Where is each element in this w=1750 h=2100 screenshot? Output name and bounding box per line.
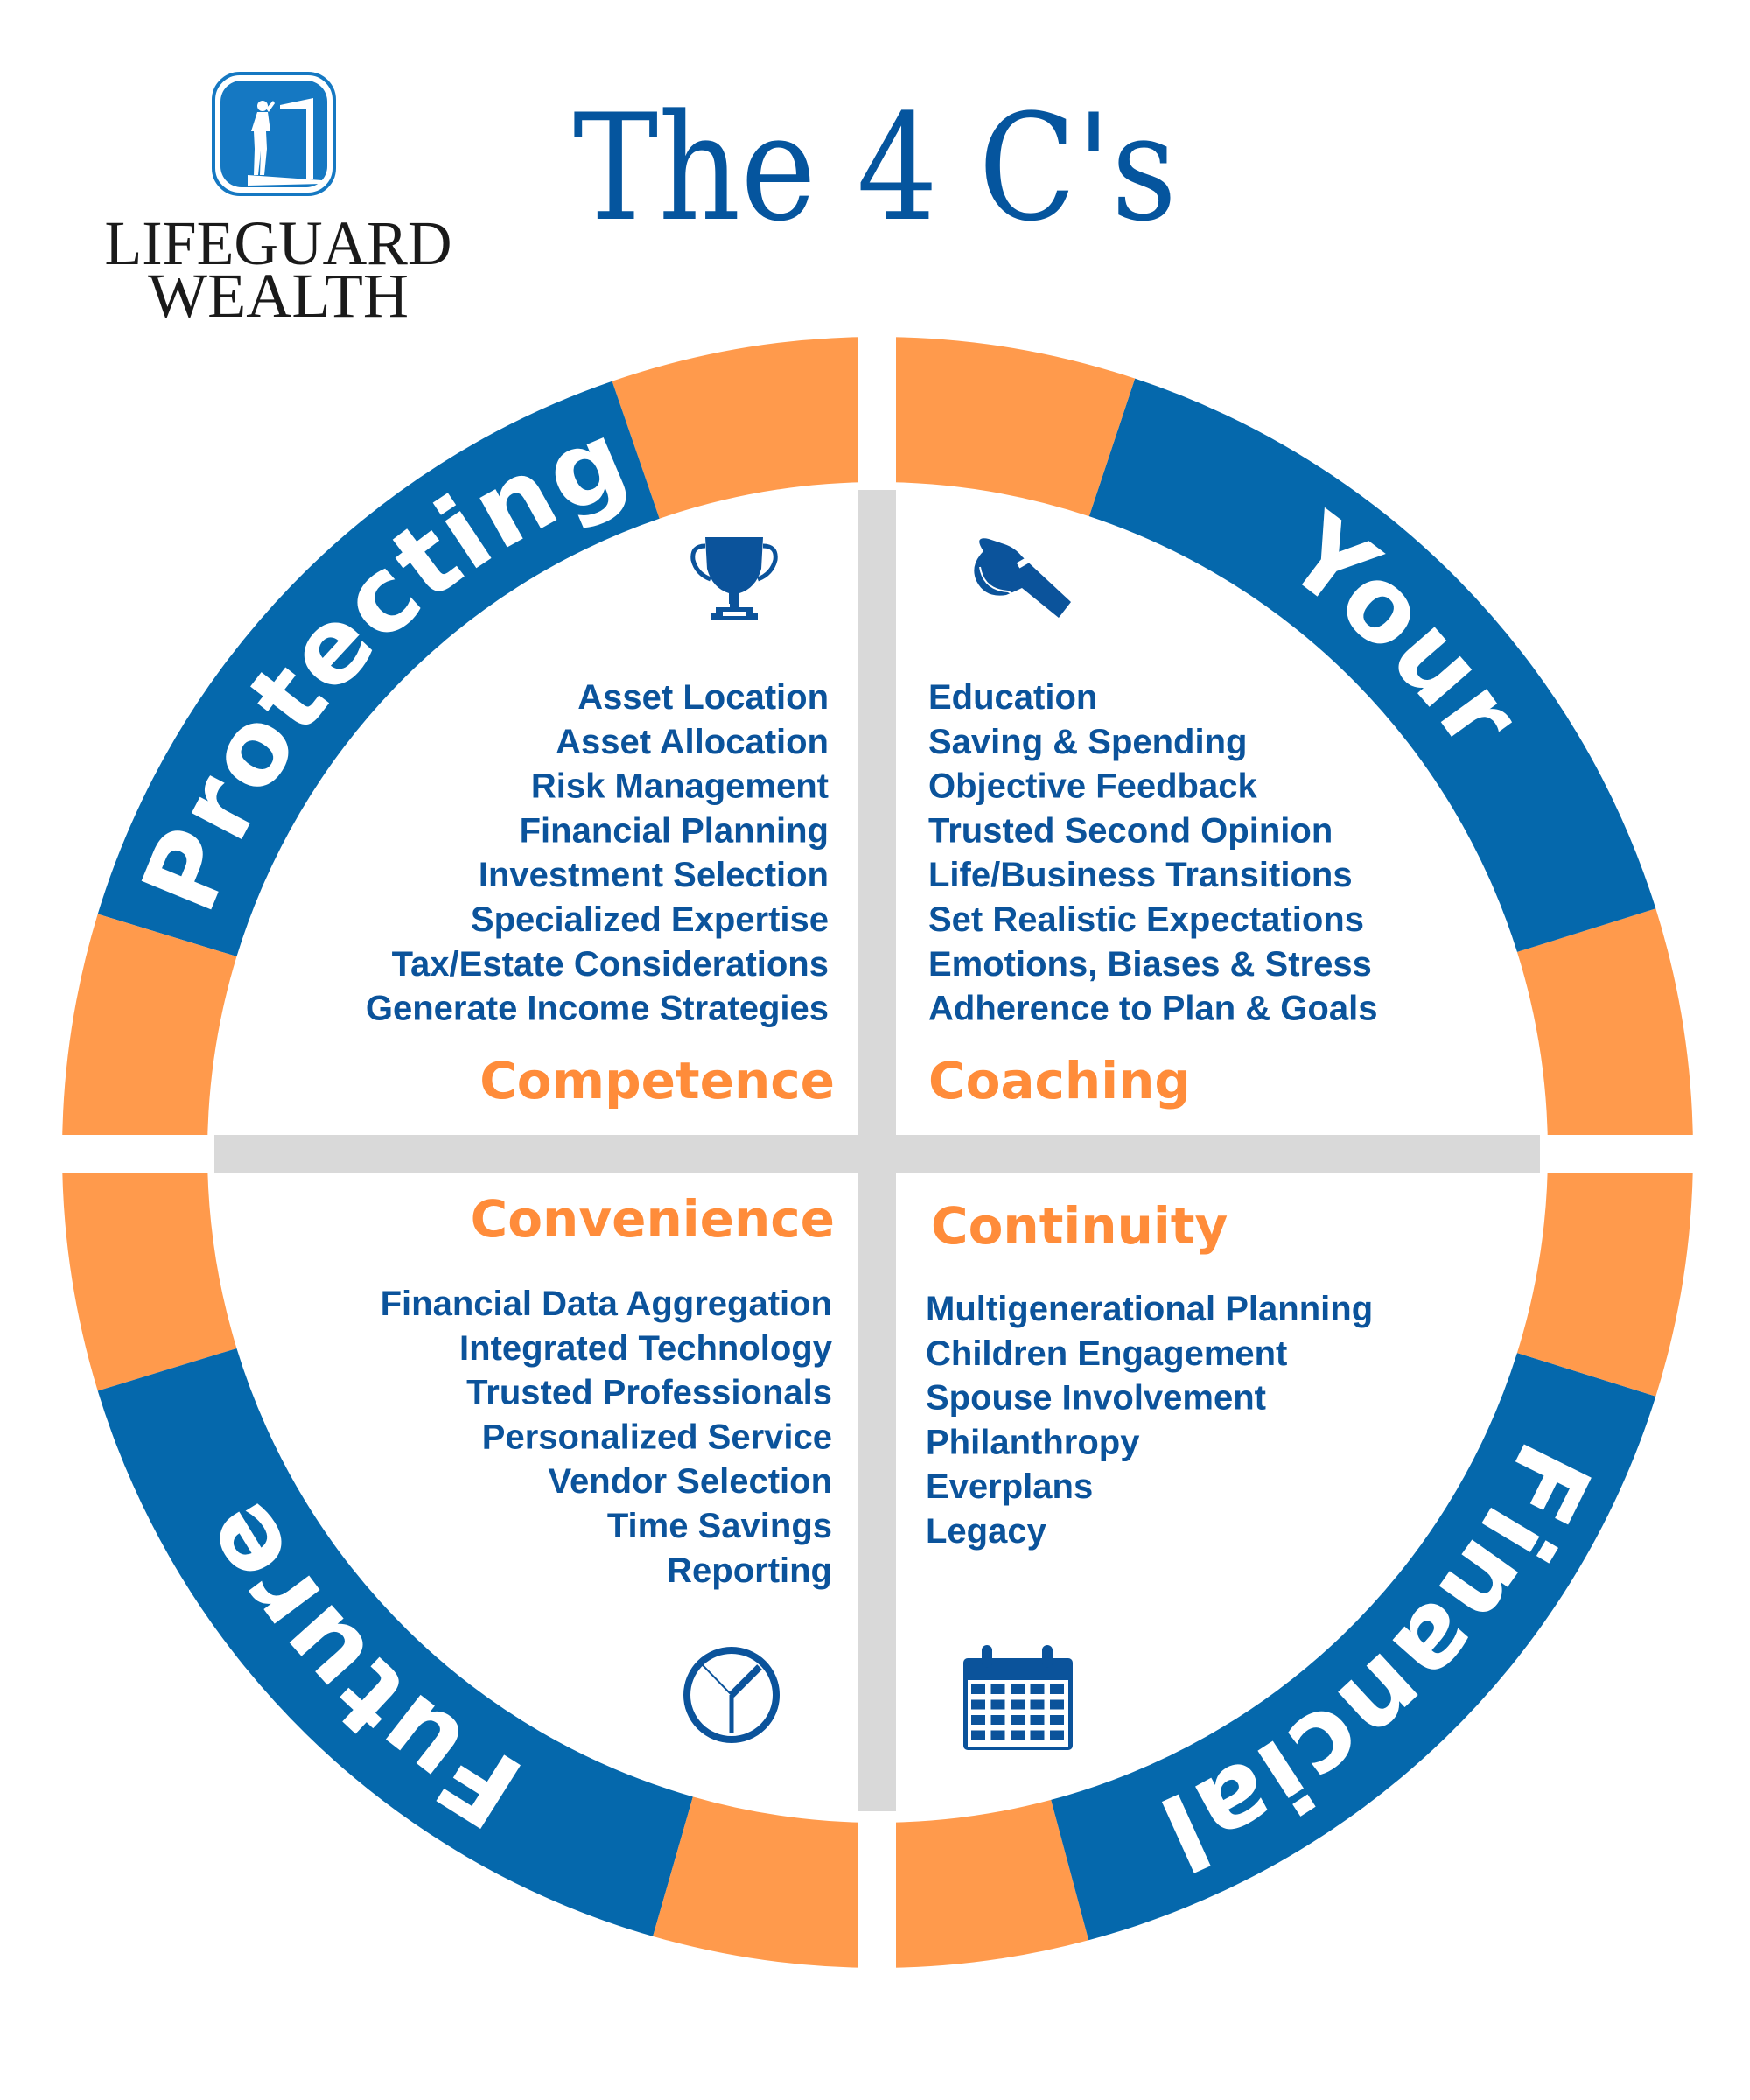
calendar-day-cell xyxy=(1030,1715,1045,1725)
list-item: Everplans xyxy=(926,1467,1093,1506)
calendar-day-cell xyxy=(1050,1715,1064,1725)
list-item: Children Engagement xyxy=(926,1334,1287,1373)
list-item: Multigenerational Planning xyxy=(926,1290,1373,1328)
brand-name-line2: WEALTH xyxy=(148,261,409,331)
list-item: Financial Planning xyxy=(520,811,829,850)
list-item: Financial Data Aggregation xyxy=(381,1284,832,1323)
list-item: Tax/Estate Considerations xyxy=(392,945,829,984)
list-item: Emotions, Biases & Stress xyxy=(928,945,1372,984)
quadrant-heading: Coaching xyxy=(928,1051,1191,1110)
list-item: Generate Income Strategies xyxy=(366,990,829,1028)
list-item: Legacy xyxy=(926,1512,1047,1550)
list-item: Asset Location xyxy=(578,678,829,717)
ring-segment-orange xyxy=(1516,1152,1693,1396)
ring-segment-blue xyxy=(97,381,660,957)
ring-segment-orange xyxy=(62,1152,237,1391)
ring-segment-blue xyxy=(1051,1353,1656,1941)
list-item: Reporting xyxy=(667,1551,832,1590)
calendar-day-cell xyxy=(1030,1730,1045,1740)
ring-segment-orange xyxy=(878,337,1136,517)
list-item: Life/Business Transitions xyxy=(928,856,1353,894)
list-item: Education xyxy=(928,678,1097,717)
list-item: Philanthropy xyxy=(926,1423,1140,1461)
ring-gap-right xyxy=(1540,1135,1706,1172)
list-item: Time Savings xyxy=(607,1507,832,1545)
ring xyxy=(62,337,1693,1968)
list-item: Trusted Professionals xyxy=(466,1374,832,1412)
ring-gap-bottom xyxy=(858,1811,896,1986)
list-item: Risk Management xyxy=(531,767,829,806)
ring-gap-left xyxy=(48,1135,214,1172)
ring-segment-orange xyxy=(62,914,237,1152)
list-item: Set Realistic Expectations xyxy=(928,900,1364,939)
list-item: Adherence to Plan & Goals xyxy=(928,990,1377,1028)
list-item: Trusted Second Opinion xyxy=(928,811,1333,850)
clock-icon xyxy=(683,1647,780,1743)
list-item: Specialized Expertise xyxy=(471,900,829,939)
calendar-day-cell xyxy=(1011,1730,1025,1740)
brand-name-line1: LIFEGUARD xyxy=(105,208,452,278)
calendar-day-cell xyxy=(1011,1684,1025,1694)
quadrant-heading: Convenience xyxy=(471,1189,835,1249)
calendar-day-cell xyxy=(971,1730,985,1740)
list-item: Spouse Involvement xyxy=(926,1379,1266,1418)
page-title: The 4 C's xyxy=(573,82,1177,254)
lifeguard-on-stand-icon xyxy=(212,72,336,196)
quadrant-convenience: Convenience Financial Data AggregationIn… xyxy=(381,1189,835,1590)
calendar-day-cell xyxy=(1030,1684,1045,1694)
calendar-day-cell xyxy=(1011,1699,1025,1710)
ring-segment-orange xyxy=(878,1799,1089,1968)
ring-segment-orange xyxy=(653,1796,878,1968)
calendar-day-cell xyxy=(1050,1684,1064,1694)
ring-gap-top xyxy=(858,324,896,490)
ring-segment-blue xyxy=(1088,378,1656,952)
list-item: Saving & Spending xyxy=(928,723,1247,761)
whistle-icon xyxy=(974,538,1071,618)
trophy-icon xyxy=(690,537,778,620)
list-item: Integrated Technology xyxy=(459,1329,833,1368)
calendar-day-cell xyxy=(971,1715,985,1725)
list-item: Vendor Selection xyxy=(548,1462,832,1501)
calendar-day-cell xyxy=(990,1715,1005,1725)
ring-label-future: Future xyxy=(173,1480,542,1852)
list-item: Personalized Service xyxy=(482,1418,832,1456)
quadrant-heading: Continuity xyxy=(931,1196,1228,1256)
quadrant-continuity: Continuity Multigenerational PlanningChi… xyxy=(926,1196,1373,1550)
ring-segment-blue xyxy=(97,1348,693,1936)
calendar-day-cell xyxy=(990,1684,1005,1694)
calendar-day-cell xyxy=(990,1730,1005,1740)
list-item: Investment Selection xyxy=(479,856,829,894)
ring-label-financial: Financial xyxy=(1143,1424,1615,1894)
calendar-day-cell xyxy=(1050,1730,1064,1740)
calendar-day-cell xyxy=(1050,1699,1064,1710)
calendar-icon xyxy=(963,1645,1073,1750)
brand-logo: LIFEGUARD WEALTH xyxy=(105,72,452,331)
list-item: Objective Feedback xyxy=(928,767,1257,806)
calendar-day-cell xyxy=(1011,1715,1025,1725)
ring-segment-orange xyxy=(612,337,878,519)
horizontal-divider xyxy=(142,1135,1614,1172)
calendar-day-cell xyxy=(990,1699,1005,1710)
ring-segment-orange xyxy=(1516,908,1693,1152)
quadrant-heading: Competence xyxy=(480,1051,835,1110)
calendar-day-cell xyxy=(1030,1699,1045,1710)
list-item: Asset Allocation xyxy=(556,723,829,761)
calendar-day-cell xyxy=(971,1699,985,1710)
calendar-day-cell xyxy=(971,1684,985,1694)
